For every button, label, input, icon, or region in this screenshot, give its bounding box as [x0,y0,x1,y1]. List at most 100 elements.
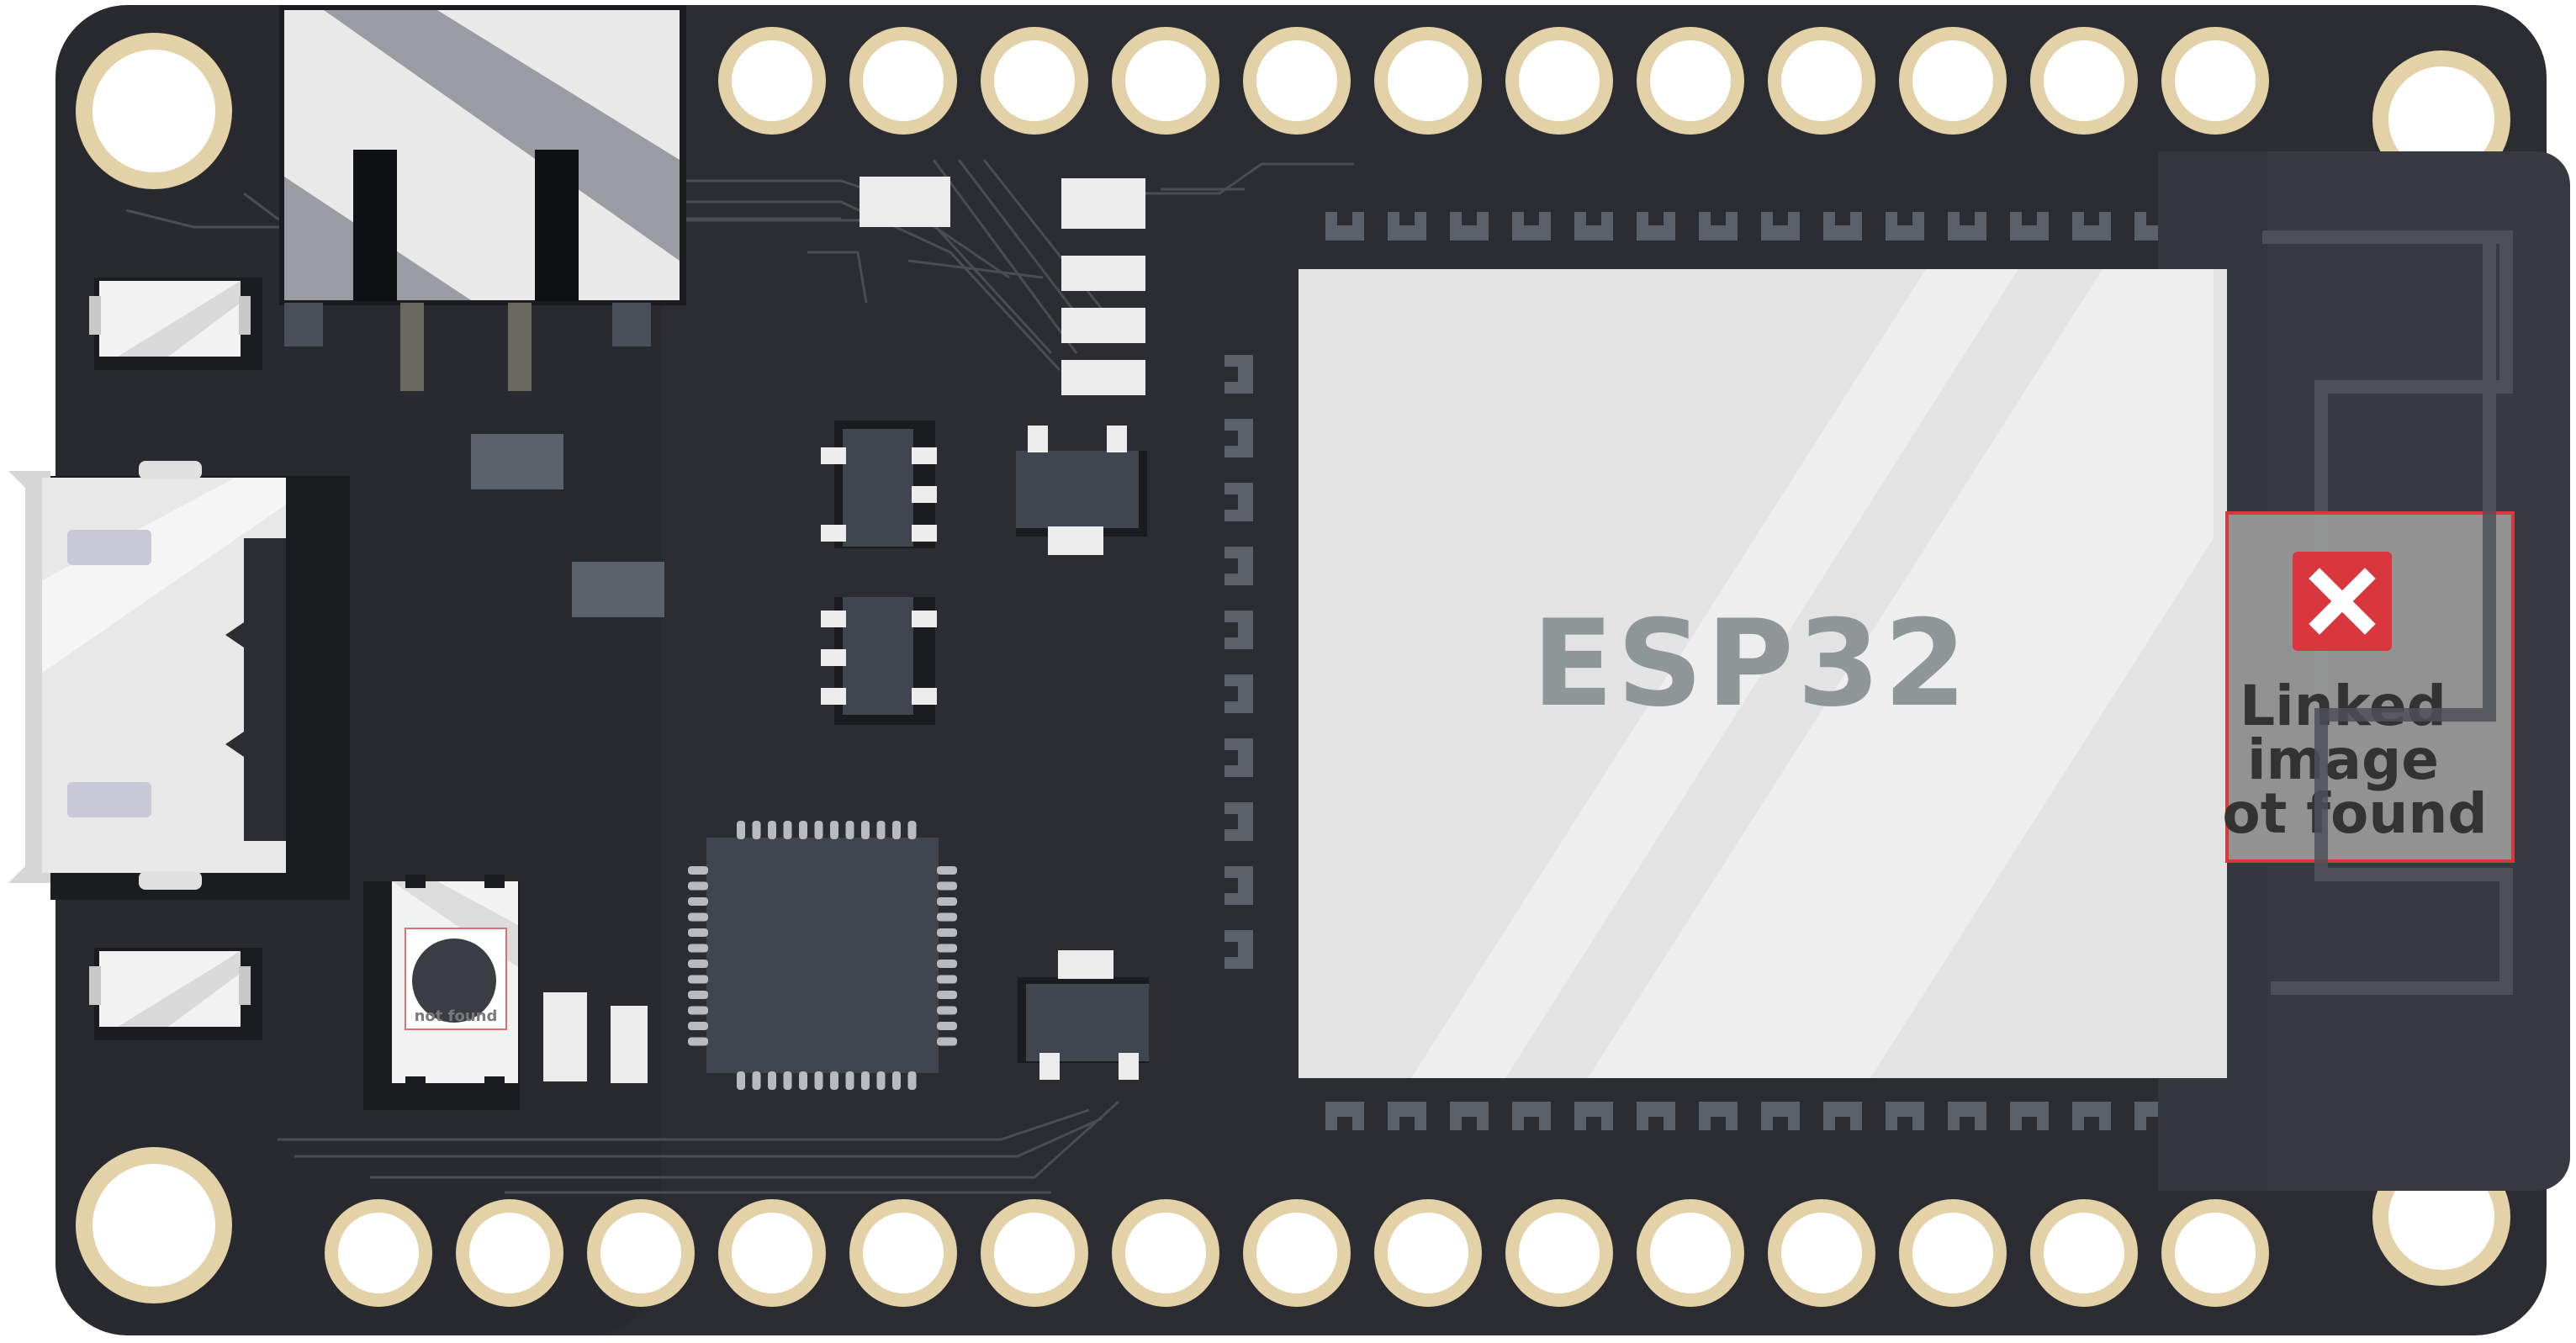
module-pad [1225,611,1253,649]
module-pad [2072,1102,2111,1130]
header-pin [2161,1199,2269,1307]
chip-pin [892,1071,901,1090]
header-pin [981,1199,1088,1307]
header-pin [1374,27,1482,135]
header-pin [849,27,957,135]
module-pad [1948,1102,1986,1130]
chip-pin [688,1037,708,1046]
led-top [89,278,262,370]
chip-pin [752,821,761,839]
chip-pin [937,1006,957,1015]
smd-resistor-1 [471,434,563,489]
module-pad [1512,1102,1551,1130]
module-pad [1699,1102,1738,1130]
header-pin [1899,1199,2007,1307]
module-pad [1574,212,1613,241]
usb-uart-chip [688,821,957,1090]
module-pad [1325,212,1364,241]
micro-usb-port [8,461,350,900]
module-pad [1225,866,1253,905]
chip-pin [845,821,854,839]
chip-pin [845,1071,854,1090]
header-pin [1112,27,1219,135]
chip-pin [688,944,708,953]
placeholder-line-2: image [2247,727,2439,792]
module-pad [1450,1102,1489,1130]
module-pad [1823,1102,1862,1130]
header-pin [2030,27,2138,135]
sot-chip-1 [821,420,937,548]
chip-pin [830,821,838,839]
module-pad [1388,1102,1426,1130]
voltage-regulator-top [1016,426,1147,555]
module-pad [1948,212,1986,241]
module-pad [1225,483,1253,521]
reset-button: not found [363,875,520,1110]
header-pins-bottom [325,1199,2269,1307]
header-pin [1374,1199,1482,1307]
module-pad [1761,1102,1800,1130]
module-pad [1225,674,1253,713]
module-pad [1225,547,1253,585]
module-pad [1225,930,1253,969]
chip-pin [688,928,708,937]
chip-pin [907,821,917,839]
header-pin [1637,1199,1744,1307]
button-placeholder-text: not found [415,1007,498,1025]
module-castellated-pads [1225,212,2173,1130]
chip-pin [688,912,708,922]
header-pin [1637,27,1744,135]
header-pin [587,1199,695,1307]
chip-pin [688,881,708,891]
header-pin [1243,1199,1351,1307]
chip-pin [737,1071,745,1090]
module-pad [1325,1102,1364,1130]
chip-pin [937,1037,957,1046]
header-pin [1243,27,1351,135]
header-pin [718,27,826,135]
led-bottom [89,948,262,1040]
header-pin [325,1199,432,1307]
header-pin [718,1199,826,1307]
chip-pin [768,1071,776,1090]
chip-pin [861,821,870,839]
power-connector [279,5,686,391]
module-pad [1574,1102,1613,1130]
chip-pin [799,821,807,839]
chip-pin [688,960,708,968]
chip-pin [688,1022,708,1030]
smd-resistor-2 [572,562,664,617]
module-pad [1761,212,1800,241]
chip-pin [688,897,708,906]
header-pin [1505,27,1613,135]
chip-pin [937,912,957,922]
chip-pin [937,944,957,953]
chip-pin [892,821,901,839]
chip-pin [814,821,823,839]
smd-pad-b [1061,178,1145,229]
chip-pin [937,960,957,968]
sot-chip-2 [821,597,937,725]
linked-image-placeholder: Linked image ot found [2222,230,2515,875]
header-pin [981,27,1088,135]
chip-pin [876,1071,886,1090]
module-label: ESP32 [1532,595,1970,733]
chip-pin [799,1071,807,1090]
module-pad [1637,1102,1675,1130]
header-pin [456,1199,563,1307]
module-pad [1225,802,1253,841]
placeholder-line-3: ot found [2222,781,2487,846]
chip-pin [688,866,708,875]
module-pad [1886,212,1924,241]
module-pad [1512,212,1551,241]
reset-button-cap [412,939,496,1023]
header-pin [1768,1199,1875,1307]
header-pin [1768,27,1875,135]
chip-pin [688,1006,708,1015]
chip-pin [768,821,776,839]
module-pad [1225,738,1253,777]
smd-pad-c [1061,256,1145,291]
chip-pin [783,821,792,839]
chip-pin [861,1071,870,1090]
